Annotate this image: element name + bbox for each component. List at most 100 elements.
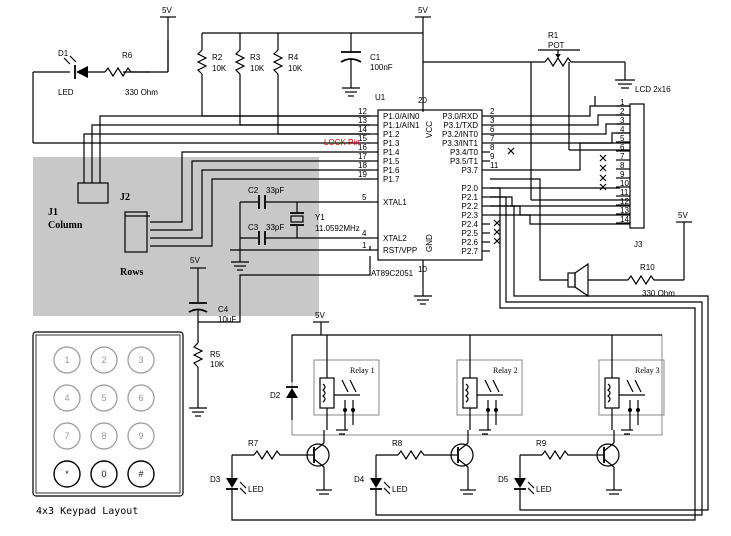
lcd-pin-number: 13 — [620, 206, 629, 215]
pin-number: 1 — [362, 241, 367, 250]
pin-name: P1.7 — [383, 175, 400, 184]
lcd-pin: 12 — [616, 197, 630, 206]
pin-name: P3.4/T0 — [450, 148, 479, 157]
keypad-key: 2 — [90, 346, 118, 374]
d1-led: D1 LED — [33, 49, 105, 97]
pin-number: 15 — [358, 134, 367, 143]
led-ref: D5 — [498, 475, 509, 484]
pin-name: XTAL2 — [383, 234, 407, 243]
c1-capacitor: C1 100nF — [340, 33, 393, 97]
svg-text:U1: U1 — [375, 93, 386, 102]
keypad-key-label: 9 — [138, 431, 143, 441]
pin-name: P3.1/TXD — [443, 121, 478, 130]
svg-text:R6: R6 — [122, 51, 133, 60]
svg-text:5V: 5V — [162, 6, 172, 15]
svg-text:J1: J1 — [48, 207, 58, 218]
lcd-pin: 6 — [616, 143, 630, 152]
relay-3: Relay 3 — [598, 335, 665, 435]
keypad-key: 4 — [53, 384, 81, 412]
keypad-key: 9 — [127, 422, 155, 450]
lcd-pin: 8 — [616, 161, 630, 170]
keypad-caption: 4x3 Keypad Layout — [36, 506, 138, 517]
pin-number: 12 — [358, 107, 367, 116]
svg-text:C3: C3 — [248, 223, 259, 232]
vcc-5v-reset: 5V — [190, 256, 206, 302]
led-value: LED — [248, 485, 264, 494]
lcd-pin: 10 — [616, 179, 630, 188]
mcu-pin-right: P2.7 — [462, 247, 490, 256]
pin-number: 5 — [362, 193, 367, 202]
svg-text:33pF: 33pF — [266, 186, 284, 195]
lcd-pin: 5 — [616, 134, 630, 143]
pin-name: P3.7 — [462, 166, 479, 175]
svg-text:R2: R2 — [212, 53, 223, 62]
relay-1: Relay 1 — [313, 335, 380, 435]
svg-text:R5: R5 — [210, 350, 221, 359]
pin-name: P2.6 — [462, 238, 479, 247]
lcd-pin-number: 14 — [620, 215, 629, 224]
svg-text:20: 20 — [418, 96, 427, 105]
vcc-5v-left: 5V — [160, 6, 176, 40]
lcd-pin-number: 4 — [620, 125, 625, 134]
svg-text:330 Ohm: 330 Ohm — [642, 289, 675, 298]
r5-resistor: R5 10K — [189, 342, 225, 417]
svg-text:R1: R1 — [548, 31, 559, 40]
keypad-key: 7 — [53, 422, 81, 450]
lcd-pin-number: 9 — [620, 170, 625, 179]
pin-name: P1.6 — [383, 166, 400, 175]
keypad-key: 3 — [127, 346, 155, 374]
lcd-pin-number: 1 — [620, 98, 625, 107]
svg-text:33pF: 33pF — [266, 223, 284, 232]
y1-crystal: Y1 11.0592MHz — [290, 202, 360, 238]
pin-number: 8 — [490, 143, 495, 152]
svg-text:J2: J2 — [120, 192, 130, 203]
mcu-pin-right: P2.5 — [462, 229, 490, 238]
pin-number: 6 — [490, 125, 495, 134]
pin-name: RST/VPP — [383, 246, 417, 255]
svg-text:C1: C1 — [370, 53, 381, 62]
mcu-pin-right: P3.711 — [462, 161, 499, 175]
relay-drive-lines — [231, 187, 709, 521]
svg-text:11.0592MHz: 11.0592MHz — [315, 224, 360, 233]
keypad-key-label: 7 — [64, 431, 69, 441]
svg-text:LED: LED — [58, 88, 74, 97]
pin-number: 16 — [358, 143, 367, 152]
svg-text:10K: 10K — [210, 360, 225, 369]
lcd-pin-number: 6 — [620, 143, 625, 152]
led-ref: D3 — [210, 475, 221, 484]
svg-text:J3: J3 — [634, 240, 643, 249]
pin-number: 14 — [358, 125, 367, 134]
pin-name: P2.1 — [462, 193, 479, 202]
keypad-key: # — [127, 460, 155, 488]
relay-label: Relay 2 — [493, 366, 518, 375]
pin-number: 2 — [490, 107, 495, 116]
c3-capacitor: C3 33pF — [240, 223, 370, 245]
lcd-pin-number: 11 — [620, 188, 629, 197]
pin-number: 19 — [358, 170, 367, 179]
connector-backdrop — [33, 157, 319, 316]
d2-diode: D2 — [270, 335, 298, 420]
keypad-key: 8 — [90, 422, 118, 450]
mcu-left-pins: 12P1.0/AIN013P1.1/AIN114P1.215P1.316P1.4… — [358, 107, 420, 255]
led-ref: D4 — [354, 475, 365, 484]
keypad-key-label: # — [138, 469, 143, 479]
mcu-pin-right: P3.4/T0 8 — [450, 143, 495, 157]
lcd-connector-j3: LCD 2x16 J3 — [629, 85, 671, 249]
no-connect-marks — [493, 147, 607, 245]
pin-number: 9 — [490, 152, 495, 161]
mcu-pin-right: P2.2 — [462, 202, 490, 211]
